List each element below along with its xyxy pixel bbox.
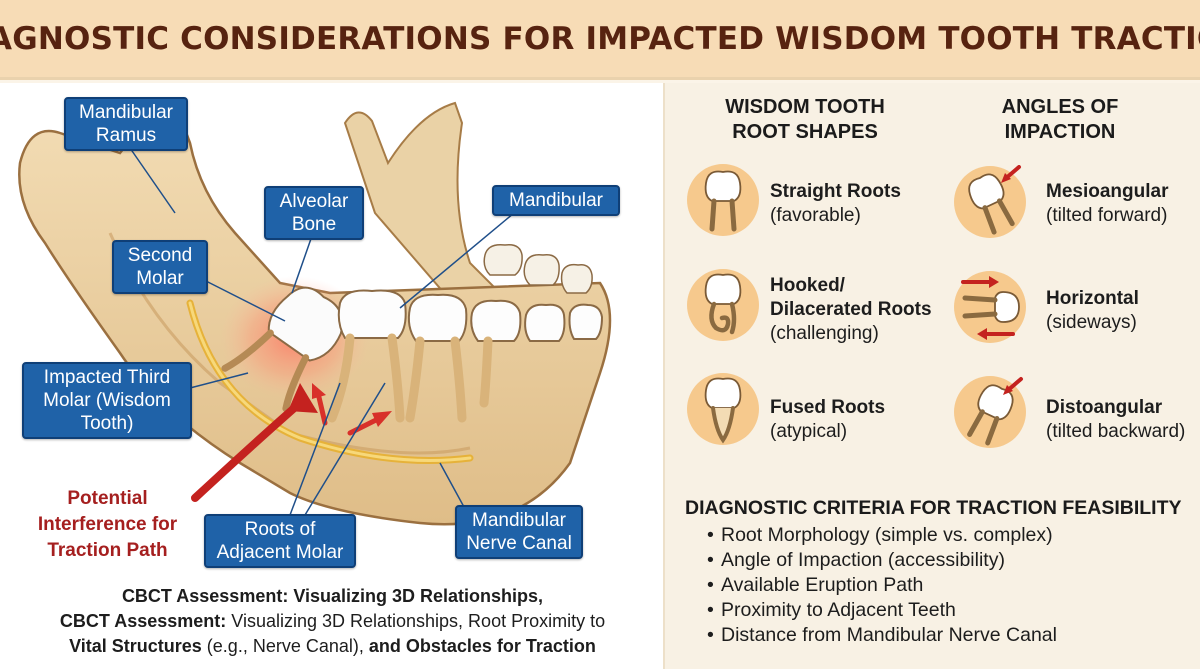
label-second-molar: Second Molar xyxy=(112,240,208,294)
distoangular-icon xyxy=(954,376,1026,448)
angle-item: Mesioangular (tilted forward) xyxy=(1046,180,1196,228)
fused-roots-icon xyxy=(687,373,759,445)
straight-roots-icon xyxy=(687,164,759,236)
angles-heading: ANGLES OF IMPACTION xyxy=(1001,96,1119,143)
criteria-item: Root Morphology (simple vs. complex) xyxy=(707,523,1190,548)
cbct-line2-bold: CBCT Assessment: xyxy=(59,611,227,631)
label-mandibular: Mandibular xyxy=(492,185,620,216)
root-shape-title: Hooked/ Dilacerated Roots xyxy=(770,275,932,320)
angle-title: Mesioangular xyxy=(1046,181,1169,202)
cbct-line3-bold-b: and Obstacles for Traction xyxy=(368,636,596,656)
criteria-item: Proximity to Adjacent Teeth xyxy=(707,598,1190,623)
horizontal-icon xyxy=(954,271,1026,343)
label-roots-adjacent-molar: Roots of Adjacent Molar xyxy=(204,514,356,568)
cbct-line2-rest: Visualizing 3D Relationships, Root Proxi… xyxy=(226,611,606,631)
root-shape-item: Straight Roots (favorable) xyxy=(770,180,940,228)
angle-note: (sideways) xyxy=(1046,312,1137,333)
angle-title: Horizontal xyxy=(1046,288,1139,309)
criteria-item: Distance from Mandibular Nerve Canal xyxy=(707,623,1190,648)
label-mandibular-nerve-canal: Mandibular Nerve Canal xyxy=(455,505,583,559)
root-shape-note: (atypical) xyxy=(770,421,848,442)
criteria-section: DIAGNOSTIC CRITERIA FOR TRACTION FEASIBI… xyxy=(685,496,1190,648)
root-shapes-heading: WISDOM TOOTH ROOT SHAPES xyxy=(725,96,885,143)
criteria-title: DIAGNOSTIC CRITERIA FOR TRACTION FEASIBI… xyxy=(685,497,1182,519)
angle-item: Distoangular (tilted backward) xyxy=(1046,396,1196,444)
mandible-illustration xyxy=(18,101,612,526)
criteria-item: Angle of Impaction (accessibility) xyxy=(707,548,1190,573)
label-impacted-third-molar: Impacted Third Molar (Wisdom Tooth) xyxy=(22,362,192,439)
angle-title: Distoangular xyxy=(1046,397,1163,418)
hooked-roots-icon xyxy=(687,269,759,341)
traction-arrow-small-2 xyxy=(347,415,383,436)
criteria-list: Root Morphology (simple vs. complex) Ang… xyxy=(685,523,1190,648)
cbct-line1: CBCT Assessment: Visualizing 3D Relation… xyxy=(121,586,544,606)
root-shape-note: (challenging) xyxy=(770,323,879,344)
root-shape-note: (favorable) xyxy=(770,205,861,226)
label-alveolar-bone: Alveolar Bone xyxy=(264,186,364,240)
far-ramus xyxy=(343,101,523,325)
angle-item: Horizontal (sideways) xyxy=(1046,287,1196,335)
root-shape-item: Fused Roots (atypical) xyxy=(770,396,940,444)
root-shape-title: Straight Roots xyxy=(770,181,901,202)
mesioangular-icon xyxy=(954,165,1026,238)
angle-note: (tilted backward) xyxy=(1046,421,1186,442)
interference-label: Potential Interference for Traction Path xyxy=(37,488,178,561)
label-mandibular-ramus: Mandibular Ramus xyxy=(64,97,188,151)
teeth-row xyxy=(327,243,604,423)
traction-arrow-small-1 xyxy=(315,390,328,426)
root-shape-title: Fused Roots xyxy=(770,397,886,418)
header-banner: DIAGNOSTIC CONSIDERATIONS FOR IMPACTED W… xyxy=(0,0,1200,80)
criteria-item: Available Eruption Path xyxy=(707,573,1190,598)
angle-note: (tilted forward) xyxy=(1046,205,1168,226)
impacted-tooth xyxy=(221,286,344,413)
cbct-line3-mid: (e.g., Nerve Canal), xyxy=(201,636,369,656)
page-title: DIAGNOSTIC CONSIDERATIONS FOR IMPACTED W… xyxy=(0,20,1200,57)
cbct-caption: CBCT Assessment: Visualizing 3D Relation… xyxy=(10,584,655,659)
cbct-line3-bold-a: Vital Structures xyxy=(69,636,202,656)
root-shape-item: Hooked/ Dilacerated Roots (challenging) xyxy=(770,274,945,346)
